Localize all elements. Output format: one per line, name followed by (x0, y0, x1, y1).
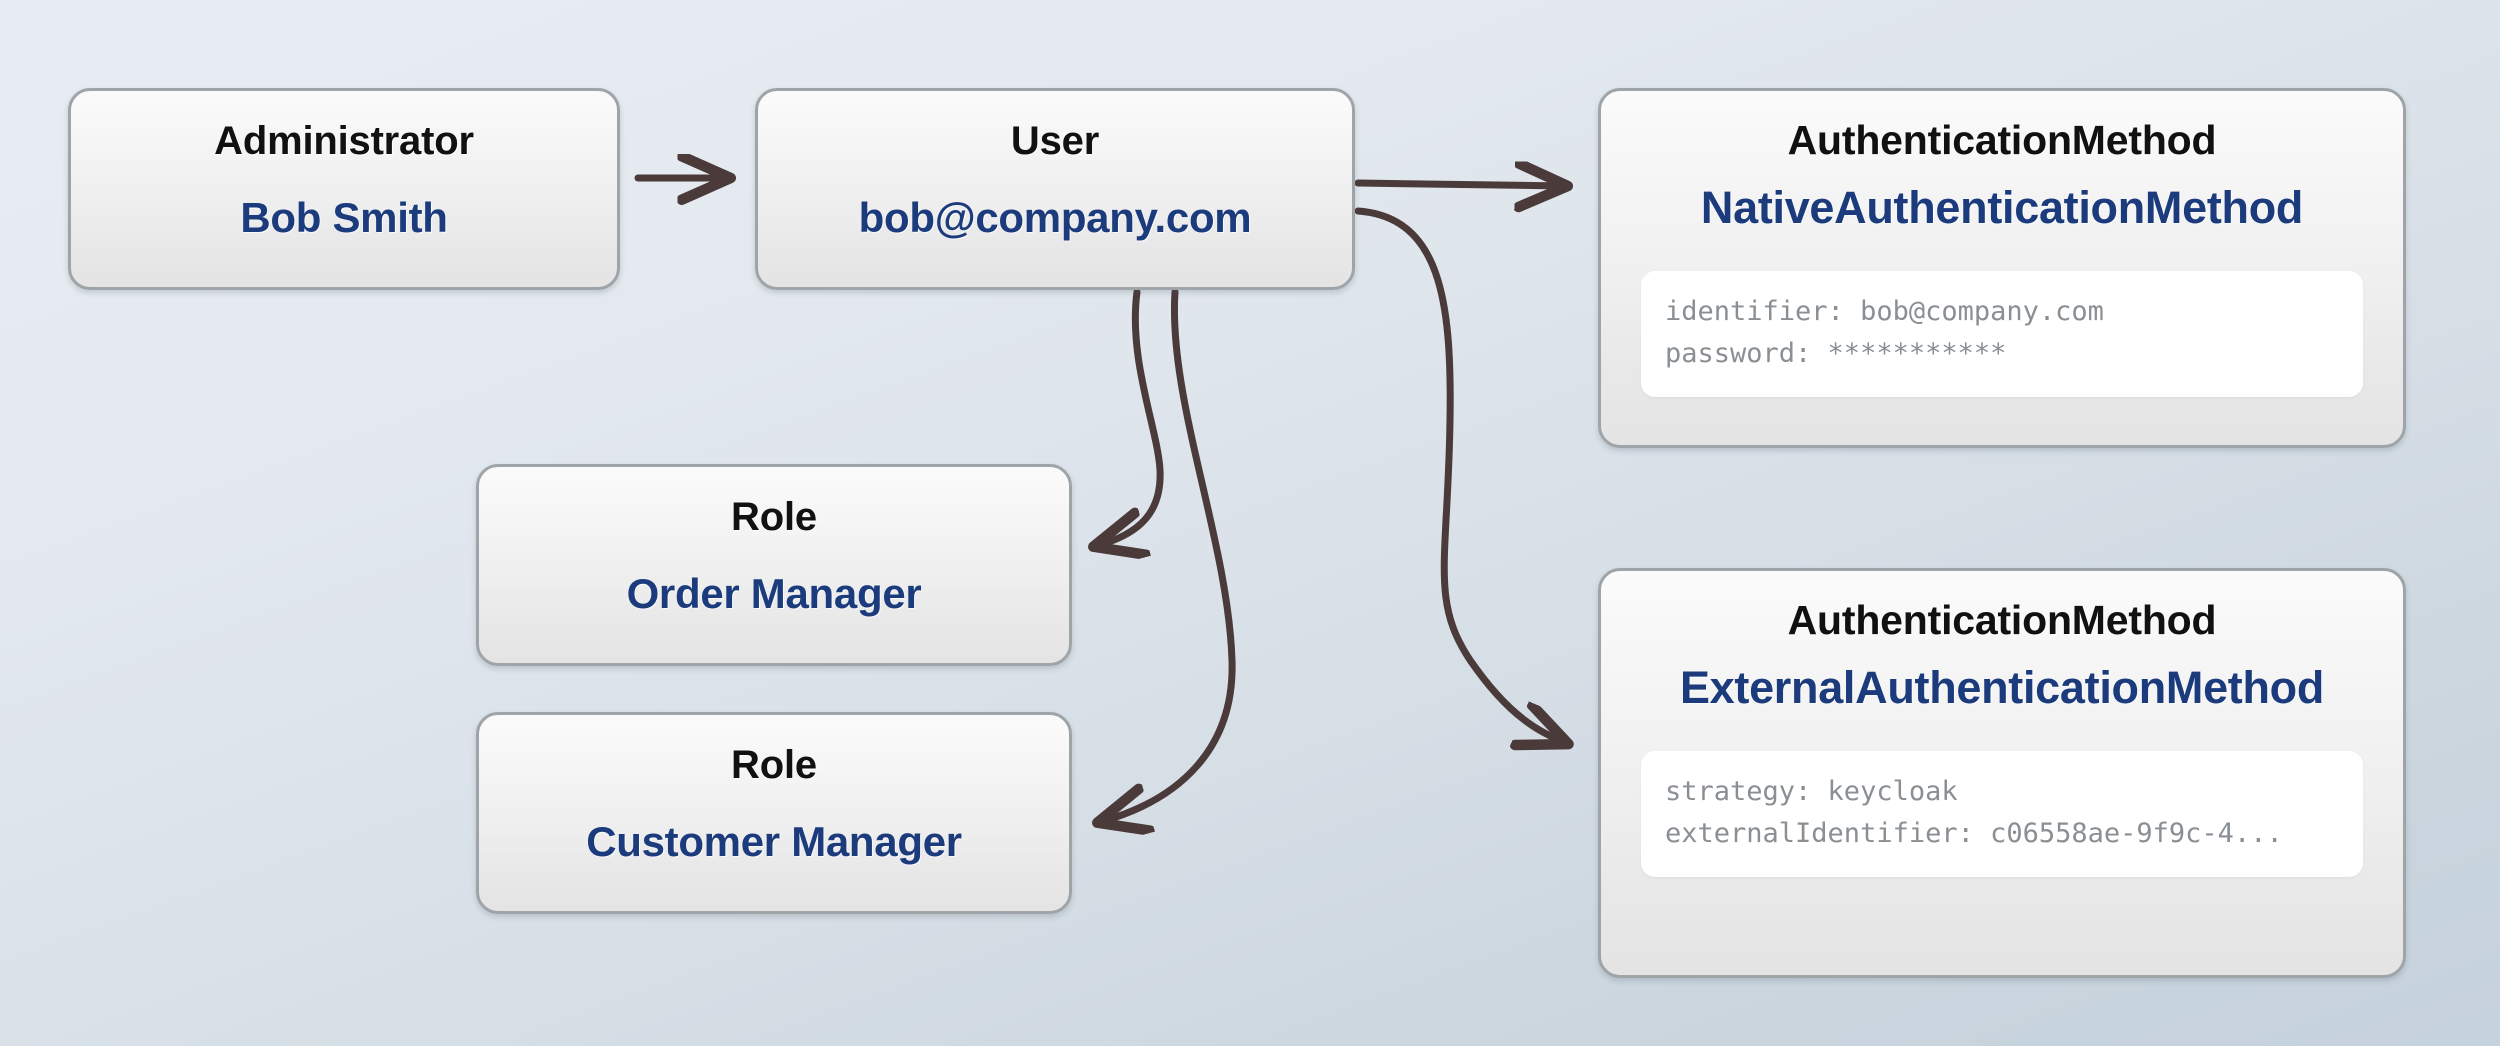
node-administrator-type: Administrator (214, 119, 474, 163)
edge-user-to-auth-native (1354, 183, 1565, 186)
property-identifier: identifier: bob@company.com (1665, 296, 2104, 327)
property-external-identifier: externalIdentifier: c06558ae-9f9c-4... (1665, 818, 2283, 849)
edge-user-to-role-customer (1100, 288, 1236, 822)
node-external-authentication-method-properties: strategy: keycloak externalIdentifier: c… (1641, 751, 2363, 877)
node-role-order-manager-name: Order Manager (626, 570, 922, 617)
node-role-customer-manager[interactable]: Role Customer Manager (476, 712, 1072, 914)
node-native-authentication-method-type: AuthenticationMethod (1787, 117, 2217, 163)
node-native-authentication-method-name: NativeAuthenticationMethod (1700, 182, 2304, 233)
property-password: password: *********** (1665, 338, 2007, 369)
node-native-authentication-method[interactable]: AuthenticationMethod NativeAuthenticatio… (1598, 88, 2406, 448)
node-user-name: bob@company.com (858, 194, 1252, 241)
node-external-authentication-method-type: AuthenticationMethod (1787, 597, 2217, 643)
edge-user-to-role-order (1096, 288, 1164, 546)
node-administrator-name: Bob Smith (240, 194, 448, 241)
node-external-authentication-method[interactable]: AuthenticationMethod ExternalAuthenticat… (1598, 568, 2406, 978)
node-role-customer-manager-type: Role (731, 743, 817, 787)
node-role-order-manager-type: Role (731, 495, 817, 539)
edge-user-to-auth-external (1354, 207, 1566, 743)
node-role-customer-manager-name: Customer Manager (586, 818, 962, 865)
node-native-authentication-method-properties: identifier: bob@company.com password: **… (1641, 271, 2363, 397)
node-user-type: User (1010, 119, 1100, 163)
node-administrator[interactable]: Administrator Bob Smith (68, 88, 620, 290)
property-strategy: strategy: keycloak (1665, 776, 1958, 807)
node-role-order-manager[interactable]: Role Order Manager (476, 464, 1072, 666)
node-user[interactable]: User bob@company.com (755, 88, 1355, 290)
node-external-authentication-method-name: ExternalAuthenticationMethod (1679, 662, 2325, 713)
